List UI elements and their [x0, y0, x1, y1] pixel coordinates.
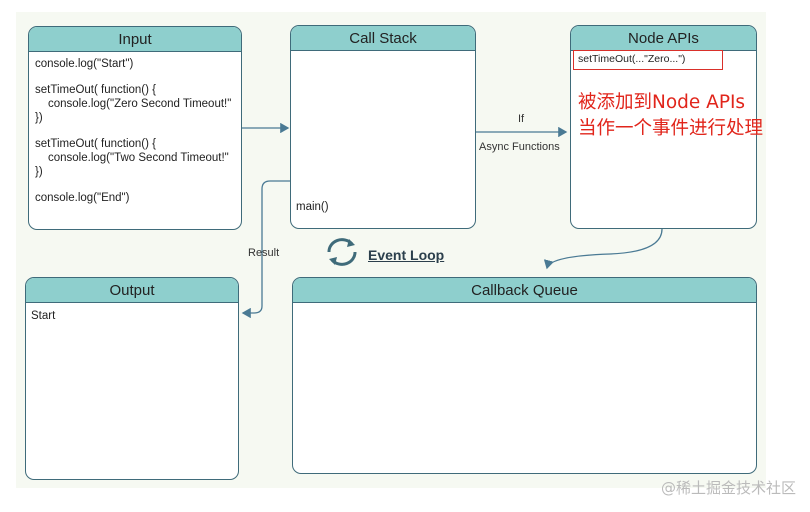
- result-label: Result: [248, 247, 280, 259]
- code-line: }): [35, 112, 43, 124]
- annotation-line-2: 当作一个事件进行处理: [578, 118, 764, 139]
- output-line: Start: [31, 310, 56, 322]
- event-loop: Event Loop: [324, 236, 444, 273]
- event-loop-label: Event Loop: [368, 246, 445, 263]
- call-stack-panel: Call Stack main(): [290, 25, 476, 229]
- call-stack-title: Call Stack: [291, 26, 475, 51]
- node-api-entry: setTimeOut(..."Zero..."): [573, 50, 723, 70]
- output-title: Output: [26, 278, 238, 303]
- chinese-annotation: 被添加到Node APIs 当作一个事件进行处理: [578, 90, 763, 142]
- code-line: console.log("Two Second Timeout!": [48, 152, 229, 164]
- annotation-line-1: 被添加到Node APIs: [578, 92, 746, 113]
- code-line: console.log("End"): [35, 192, 130, 204]
- input-panel-title: Input: [29, 27, 241, 52]
- node-apis-panel: Node APIs: [570, 25, 757, 229]
- watermark: @稀土掘金技术社区: [660, 479, 796, 497]
- code-line: console.log("Start"): [35, 58, 134, 70]
- node-apis-title: Node APIs: [571, 26, 756, 51]
- callback-queue-panel: Callback Queue: [292, 277, 757, 474]
- input-panel: Input console.log("Start") setTimeOut( f…: [28, 26, 242, 230]
- call-stack-frame: main(): [296, 201, 329, 213]
- code-line: console.log("Zero Second Timeout!": [48, 98, 232, 110]
- refresh-cycle-icon: [324, 236, 360, 273]
- async-functions-label: Async Functions: [479, 141, 560, 153]
- if-label: If: [518, 113, 525, 125]
- code-line: setTimeOut( function() {: [35, 84, 157, 96]
- callback-queue-title: Callback Queue: [293, 278, 756, 303]
- output-panel: Output Start: [25, 277, 239, 480]
- code-line: }): [35, 166, 43, 178]
- code-line: setTimeOut( function() {: [35, 138, 157, 150]
